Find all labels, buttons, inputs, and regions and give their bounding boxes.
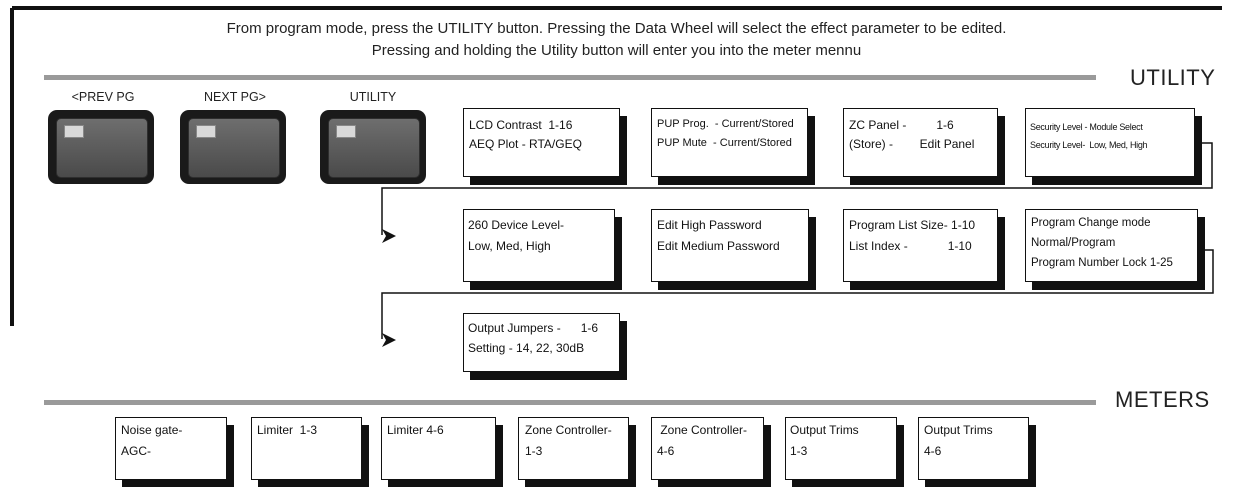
meter-box-output-trims-1-3: Output Trims 1-3 bbox=[785, 417, 897, 480]
box-line: Limiter 4-6 bbox=[387, 423, 444, 437]
box-line: Security Level - Module Select bbox=[1030, 122, 1143, 132]
menu-box-lcd-contrast: LCD Contrast 1-16 AEQ Plot - RTA/GEQ bbox=[463, 108, 620, 177]
box-line: PUP Mute - Current/Stored bbox=[657, 137, 792, 149]
menu-box-power-up: PUP Prog. - Current/Stored PUP Mute - Cu… bbox=[651, 108, 808, 177]
intro-line-2: Pressing and holding the Utility button … bbox=[371, 42, 862, 59]
menu-box-security-level: Security Level - Module Select Security … bbox=[1025, 108, 1195, 177]
box-line: Output Jumpers - 1-6 bbox=[468, 321, 599, 335]
connector-row2-row3 bbox=[381, 249, 1214, 339]
menu-box-program-change: Program Change mode Normal/Program Progr… bbox=[1025, 209, 1198, 282]
box-line: Limiter 1-3 bbox=[257, 423, 318, 437]
intro-line-1: From program mode, press the UTILITY but… bbox=[226, 20, 1007, 37]
box-line: 260 Device Level- bbox=[468, 218, 565, 232]
meter-box-noise-gate: Noise gate- AGC- bbox=[115, 417, 227, 480]
box-line: (Store) - Edit Panel bbox=[849, 137, 975, 151]
meters-section-title: METERS bbox=[1115, 387, 1210, 412]
box-line: 1-3 bbox=[525, 444, 543, 458]
box-line: Program List Size- 1-10 bbox=[849, 218, 976, 232]
intro-text: From program mode, press the UTILITY but… bbox=[0, 18, 1233, 62]
meter-box-zone-controller-1-3: Zone Controller- 1-3 bbox=[518, 417, 629, 480]
menu-box-output-jumpers: Output Jumpers - 1-6 Setting - 14, 22, 3… bbox=[463, 313, 620, 372]
box-line: Security Level- Low, Med, High bbox=[1030, 140, 1148, 150]
meters-divider bbox=[44, 400, 1096, 405]
meter-box-limiter-1-3: Limiter 1-3 bbox=[251, 417, 362, 480]
box-line: AGC- bbox=[121, 444, 151, 458]
box-line: Edit High Password bbox=[657, 218, 762, 232]
box-line: 4-6 bbox=[924, 444, 942, 458]
prev-page-label: <PREV PG bbox=[71, 90, 135, 104]
box-line: Noise gate- bbox=[121, 423, 183, 437]
box-line: Output Trims bbox=[924, 423, 993, 437]
box-line: ZC Panel - 1-6 bbox=[849, 118, 954, 132]
meter-box-output-trims-4-6: Output Trims 4-6 bbox=[918, 417, 1029, 480]
box-line: AEQ Plot - RTA/GEQ bbox=[469, 137, 582, 151]
box-line: 1-3 bbox=[790, 444, 808, 458]
prev-page-button[interactable] bbox=[48, 110, 154, 184]
box-line: Program Change mode bbox=[1031, 217, 1151, 229]
next-page-label: NEXT PG> bbox=[204, 90, 266, 104]
utility-button-label: UTILITY bbox=[349, 90, 397, 104]
utility-button[interactable] bbox=[320, 110, 426, 184]
box-line: PUP Prog. - Current/Stored bbox=[657, 118, 794, 130]
prev-page-button-face bbox=[56, 118, 148, 178]
box-line: LCD Contrast 1-16 bbox=[469, 118, 573, 132]
box-line: Low, Med, High bbox=[468, 239, 551, 253]
box-line: List Index - 1-10 bbox=[849, 239, 972, 253]
utility-section-title: UTILITY bbox=[1130, 65, 1216, 90]
box-line: Normal/Program bbox=[1031, 237, 1116, 249]
prev-page-led-icon bbox=[64, 125, 84, 138]
box-line: Setting - 14, 22, 30dB bbox=[468, 341, 585, 355]
box-line: Output Trims bbox=[790, 423, 859, 437]
meter-box-limiter-4-6: Limiter 4-6 bbox=[381, 417, 496, 480]
utility-led-icon bbox=[336, 125, 356, 138]
box-line: Zone Controller- bbox=[525, 423, 612, 437]
arrow-row3 bbox=[382, 333, 396, 347]
menu-box-zc-panel: ZC Panel - 1-6 (Store) - Edit Panel bbox=[843, 108, 998, 177]
arrow-row2 bbox=[382, 229, 396, 243]
box-line: Zone Controller- bbox=[657, 423, 748, 437]
menu-box-program-list: Program List Size- 1-10 List Index - 1-1… bbox=[843, 209, 998, 282]
menu-box-passwords: Edit High Password Edit Medium Password bbox=[651, 209, 809, 282]
next-page-button[interactable] bbox=[180, 110, 286, 184]
menu-box-device-level: 260 Device Level- Low, Med, High bbox=[463, 209, 615, 282]
utility-button-face bbox=[328, 118, 420, 178]
connector-row1-row2 bbox=[381, 142, 1213, 235]
meter-box-zone-controller-4-6: Zone Controller- 4-6 bbox=[651, 417, 764, 480]
next-page-button-face bbox=[188, 118, 280, 178]
box-line: Program Number Lock 1-25 bbox=[1031, 257, 1173, 269]
utility-divider bbox=[44, 75, 1096, 80]
next-page-led-icon bbox=[196, 125, 216, 138]
box-line: 4-6 bbox=[657, 444, 675, 458]
box-line: Edit Medium Password bbox=[657, 239, 780, 253]
